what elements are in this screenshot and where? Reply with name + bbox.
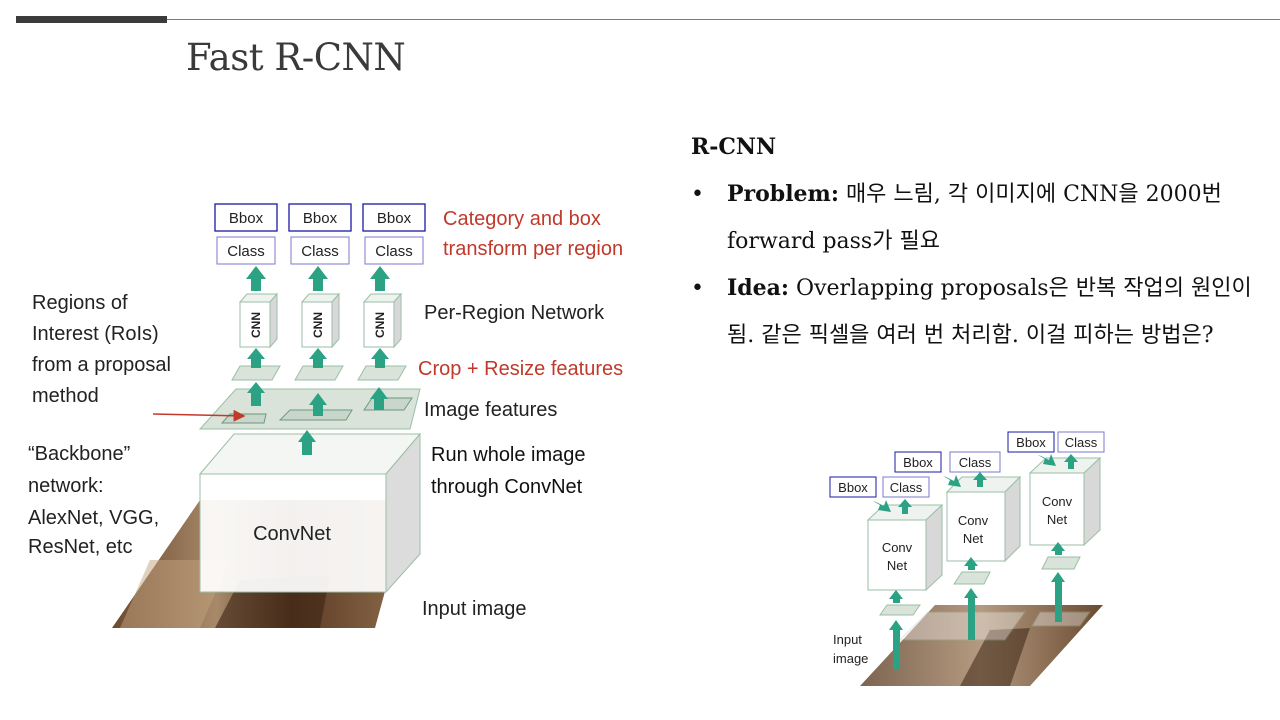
bbox-box: [288, 203, 352, 232]
class-label: Class: [959, 455, 992, 470]
convnet-box: ConvNet: [198, 432, 422, 594]
class-label: Class: [1065, 435, 1098, 450]
crop-patch: [294, 365, 344, 381]
bullet-label: Problem:: [727, 181, 839, 207]
bbox-label: Bbox: [377, 210, 412, 227]
arrow-up-icon: [889, 590, 903, 603]
header-accent-bar: [16, 16, 167, 23]
rcnn-output-1: Bbox Class: [829, 476, 930, 498]
crop-patch: [357, 365, 407, 381]
bbox-label: Bbox: [303, 210, 338, 227]
bbox-label: Bbox: [1016, 435, 1046, 450]
net-label: Net: [1047, 512, 1068, 527]
rcnn-cube-3: Conv Net: [1028, 456, 1102, 547]
class-label: Class: [227, 243, 265, 260]
net-label: Net: [963, 531, 984, 546]
arrow-up-icon: [964, 557, 978, 570]
arrow-up-icon: [898, 499, 912, 514]
convnet-label: ConvNet: [253, 523, 331, 545]
conv-label: Conv: [1042, 494, 1073, 509]
backbone-label: “Backbone” network: AlexNet, VGG, ResNet…: [28, 443, 165, 558]
arrow-up-icon: [1051, 572, 1065, 622]
content-panel: R-CNN Problem: 매우 느림, 각 이미지에 CNN을 2000번 …: [691, 124, 1271, 359]
slide-title: Fast R-CNN: [186, 36, 406, 79]
warped-patch: [1041, 556, 1081, 570]
arrow-up-icon: [370, 387, 388, 410]
rcnn-diagram: Conv Net Conv Net Conv Net Bbox Class: [829, 431, 1105, 686]
arrow-up-icon: [1064, 454, 1078, 469]
rcnn-cube-2: Conv Net: [945, 475, 1022, 563]
cnn-cube: CNN: [362, 292, 403, 349]
cnn-cube: CNN: [238, 292, 279, 349]
arrow-up-icon: [246, 266, 266, 291]
output-column-1: Bbox Class: [214, 203, 278, 265]
bbox-box: [362, 203, 426, 232]
rcnn-output-3: Bbox Class: [1007, 431, 1105, 453]
cnn-label: CNN: [311, 312, 325, 338]
per-region-label: Per-Region Network: [424, 302, 605, 324]
rcnn-output-2: Bbox Class: [894, 451, 1001, 473]
arrow-up-icon: [298, 430, 316, 455]
rcnn-arrow-group: [873, 454, 1078, 670]
arrow-up-icon: [1051, 542, 1065, 555]
arrow-up-icon: [308, 266, 328, 291]
cnn-cube: CNN: [300, 292, 341, 349]
conv-label: Conv: [958, 513, 989, 528]
bullet-idea: Idea: Overlapping proposals은 반복 작업의 원인이 …: [691, 265, 1271, 359]
class-label: Class: [301, 243, 339, 260]
class-label: Class: [375, 243, 413, 260]
rois-label: Regions of Interest (RoIs) from a propos…: [32, 292, 177, 407]
net-label: Net: [887, 558, 908, 573]
arrow-up-icon: [371, 348, 389, 368]
crop-patch: [231, 365, 281, 381]
image-features-plane: [198, 388, 421, 430]
bbox-box: [214, 203, 278, 232]
conv-label: Conv: [882, 540, 913, 555]
roi-pointer-arrow: [152, 409, 246, 422]
arrow-up-icon: [309, 348, 327, 368]
rcnn-input-label: Input image: [833, 632, 868, 666]
bullet-text: Overlapping proposals은 반복 작업의 원인이 됨. 같은 …: [727, 276, 1252, 348]
cnn-label: CNN: [373, 312, 387, 338]
output-column-3: Bbox Class: [362, 203, 426, 265]
bullet-label: Idea:: [727, 275, 790, 301]
content-heading: R-CNN: [691, 134, 777, 160]
header-rule: [167, 19, 1280, 20]
arrow-up-icon: [309, 393, 327, 416]
arrow-up-icon: [973, 472, 987, 487]
output-column-2: Bbox Class: [288, 203, 352, 265]
image-features-label: Image features: [424, 399, 557, 421]
run-whole-image-label: Run whole image through ConvNet: [431, 444, 591, 498]
arrow-up-icon: [964, 588, 978, 640]
rcnn-cube-1: Conv Net: [866, 503, 944, 592]
arrow-diag-icon: [873, 500, 891, 512]
bbox-label: Bbox: [229, 210, 264, 227]
arrow-diag-icon: [943, 475, 961, 487]
bbox-label: Bbox: [838, 480, 868, 495]
arrow-up-icon: [370, 266, 390, 291]
rcnn-input-image-photo: [860, 605, 1103, 686]
arrow-group: [246, 266, 390, 455]
cnn-label: CNN: [249, 312, 263, 338]
category-label: Category and box transform per region: [443, 208, 623, 260]
crop-resize-label: Crop + Resize features: [418, 358, 623, 380]
bullet-list: Problem: 매우 느림, 각 이미지에 CNN을 2000번 forwar…: [691, 171, 1271, 359]
class-box: [290, 236, 350, 265]
arrow-up-icon: [889, 620, 903, 670]
fast-rcnn-diagram: ConvNet CNN CNN CN: [28, 203, 623, 628]
warped-patch: [953, 571, 991, 585]
bullet-problem: Problem: 매우 느림, 각 이미지에 CNN을 2000번 forwar…: [691, 171, 1271, 265]
bbox-label: Bbox: [903, 455, 933, 470]
arrow-up-icon: [247, 382, 265, 406]
bullet-text: 매우 느림, 각 이미지에 CNN을 2000번 forward pass가 필…: [727, 182, 1222, 254]
input-image-label: Input image: [422, 598, 527, 620]
class-box: [216, 236, 276, 265]
class-label: Class: [890, 480, 923, 495]
class-box: [364, 236, 424, 265]
arrow-diag-icon: [1038, 454, 1056, 466]
arrow-up-icon: [247, 348, 265, 368]
warped-patch: [879, 604, 921, 616]
